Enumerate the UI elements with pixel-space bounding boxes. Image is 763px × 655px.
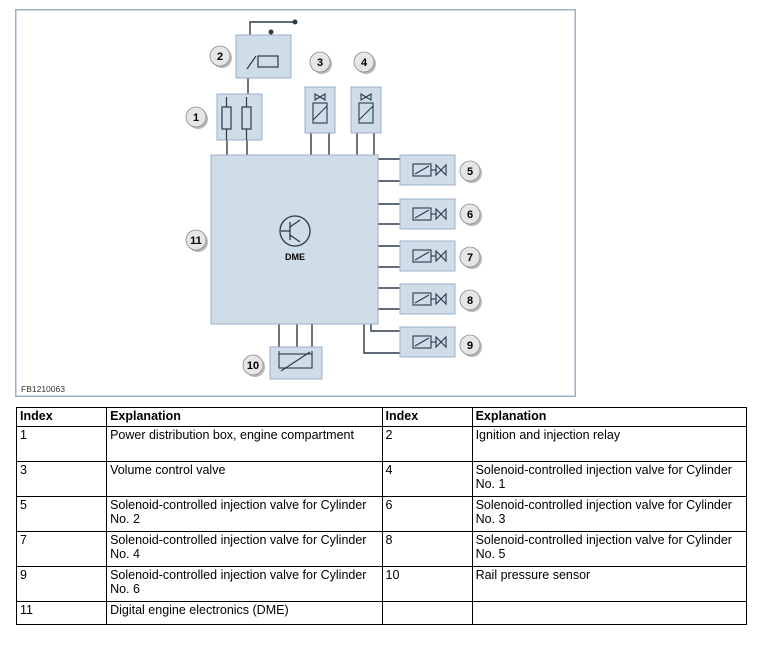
svg-text:8: 8: [467, 295, 473, 307]
header-index: Index: [15, 407, 108, 427]
fuse-box: [216, 93, 263, 141]
legend-index: 10: [381, 566, 473, 602]
legend-row: 5 Solenoid-controlled injection valve fo…: [15, 496, 748, 532]
legend-index: 2: [381, 426, 473, 462]
header-index: Index: [381, 407, 473, 427]
legend-explanation: Power distribution box, engine compartme…: [106, 426, 383, 462]
legend-row: 11 Digital engine electronics (DME): [15, 601, 748, 625]
legend-row: 3 Volume control valve 4 Solenoid-contro…: [15, 461, 748, 497]
callout-11: 11: [185, 229, 208, 252]
legend-explanation: Ignition and injection relay: [471, 426, 748, 462]
injection-valve-box: [399, 326, 456, 358]
callout-6: 6: [459, 203, 482, 226]
legend-index: 1: [15, 426, 108, 462]
svg-text:2: 2: [217, 51, 223, 63]
legend-header-row: Index Explanation Index Explanation: [15, 407, 748, 427]
volume-control-valve: [304, 86, 336, 134]
callout-7: 7: [459, 246, 482, 269]
legend-index: 3: [15, 461, 108, 497]
injection-valve-box: [399, 240, 456, 272]
legend-explanation: Volume control valve: [106, 461, 383, 497]
callout-9: 9: [459, 334, 482, 357]
legend-index: 4: [381, 461, 473, 497]
wiring-diagram: DME 1 2 3 4 5 6 7 8 9 10 11 FB1210063: [15, 9, 576, 397]
transistor-icon: [279, 215, 311, 247]
injection-valve-box: [399, 154, 456, 186]
callout-5: 5: [459, 160, 482, 183]
dme-label: DME: [285, 252, 305, 262]
injection-valve-box: [399, 283, 456, 315]
svg-text:6: 6: [467, 209, 473, 221]
injection-valve-box: [399, 198, 456, 230]
legend-index: [381, 601, 473, 625]
svg-text:1: 1: [193, 112, 199, 124]
rail-pressure-sensor: [269, 346, 323, 380]
callout-3: 3: [309, 51, 332, 74]
svg-text:3: 3: [317, 57, 323, 69]
legend-index: 9: [15, 566, 108, 602]
legend-explanation: Solenoid-controlled injection valve for …: [106, 531, 383, 567]
svg-text:9: 9: [467, 340, 473, 352]
legend-row: 9 Solenoid-controlled injection valve fo…: [15, 566, 748, 602]
svg-text:7: 7: [467, 252, 473, 264]
legend-explanation: Rail pressure sensor: [471, 566, 748, 602]
callout-1: 1: [185, 106, 208, 129]
legend-explanation: Solenoid-controlled injection valve for …: [106, 496, 383, 532]
callout-4: 4: [353, 51, 376, 74]
legend-index: 6: [381, 496, 473, 532]
legend-table: Index Explanation Index Explanation 1 Po…: [15, 407, 748, 625]
svg-text:4: 4: [361, 57, 368, 69]
figure-id: FB1210063: [21, 384, 65, 394]
legend-row: 7 Solenoid-controlled injection valve fo…: [15, 531, 748, 567]
dme-block: [210, 154, 379, 325]
legend-index: 5: [15, 496, 108, 532]
legend-explanation: Solenoid-controlled injection valve for …: [471, 531, 748, 567]
injection-valve-cyl1: [350, 86, 382, 134]
header-explanation: Explanation: [471, 407, 748, 427]
legend-index: 11: [15, 601, 108, 625]
legend-explanation: Digital engine electronics (DME): [106, 601, 383, 625]
legend-explanation: [471, 601, 748, 625]
callout-8: 8: [459, 289, 482, 312]
callout-2: 2: [209, 45, 232, 68]
callout-10: 10: [242, 354, 265, 377]
header-explanation: Explanation: [106, 407, 383, 427]
legend-index: 8: [381, 531, 473, 567]
legend-explanation: Solenoid-controlled injection valve for …: [471, 461, 748, 497]
svg-text:10: 10: [247, 360, 259, 372]
legend-explanation: Solenoid-controlled injection valve for …: [106, 566, 383, 602]
legend-index: 7: [15, 531, 108, 567]
legend-explanation: Solenoid-controlled injection valve for …: [471, 496, 748, 532]
legend-row: 1 Power distribution box, engine compart…: [15, 426, 748, 462]
svg-text:11: 11: [190, 235, 202, 247]
svg-text:5: 5: [467, 166, 473, 178]
